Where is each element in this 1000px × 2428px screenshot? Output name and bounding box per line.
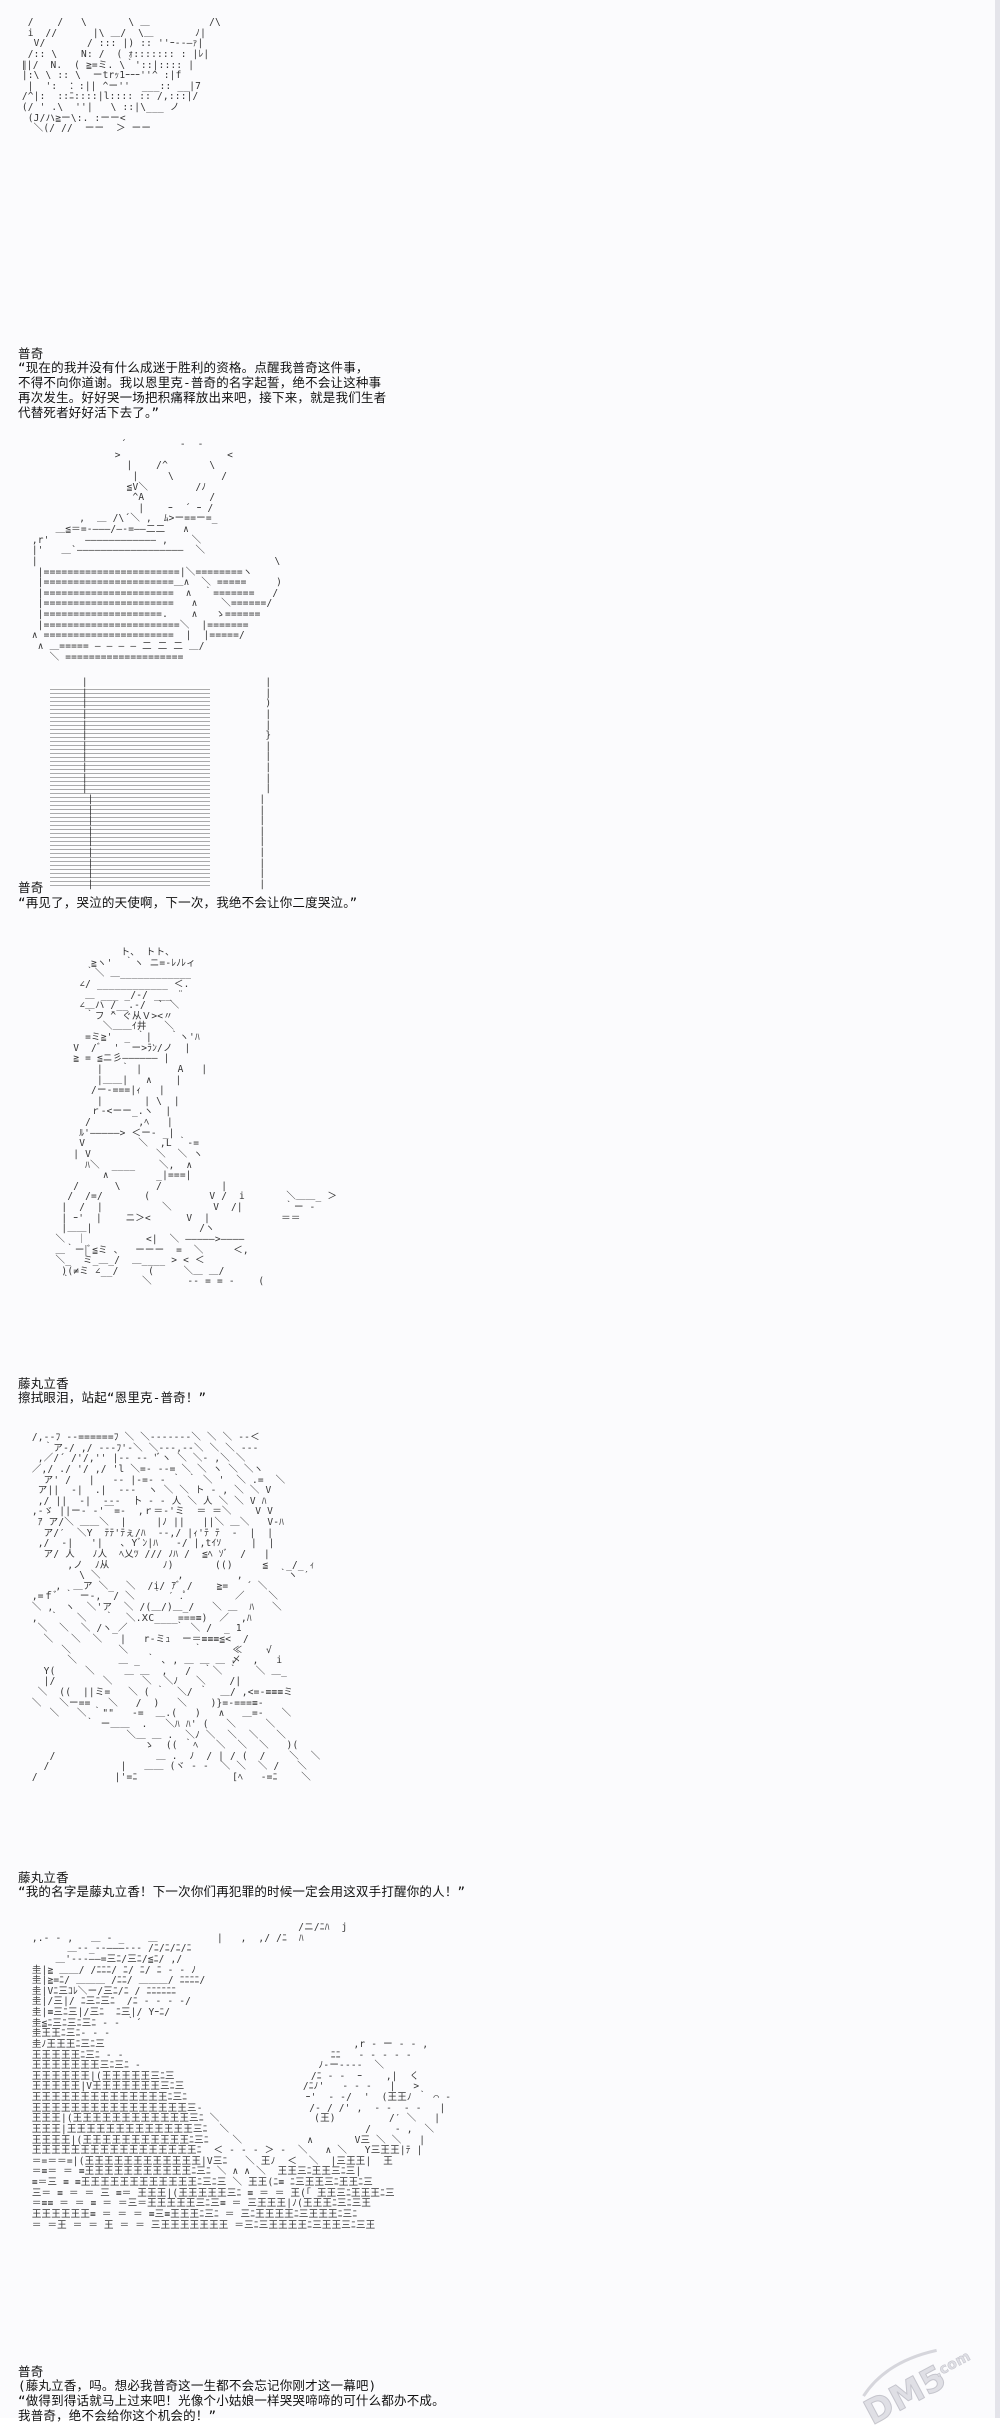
ascii-art-pucci-2: ´ - - > < | /^ \ | \ / ≦V＼ /ﾉ ^A /	[31, 439, 283, 663]
speaker-name: 普奇	[18, 346, 44, 361]
speaker-name: 藤丸立香	[18, 1870, 69, 1885]
speaker-name: 普奇	[18, 880, 44, 895]
speaker-name: 普奇	[18, 2364, 44, 2379]
ascii-art-ritsuka-standing: ト、 トト、 ≧ヽ' ｀ヽ ニ=-ﾚﾉﾚィ ｀＼ ＿____________ ∠…	[55, 947, 338, 1288]
ascii-art-pucci-1: / / \ \ ＿ /\ i // |\ ＿/ \＿ ﾉ| V/ / ::: |…	[10, 17, 974, 2428]
right-edge	[995, 0, 1000, 2418]
speaker-name: 藤丸立香	[18, 1376, 69, 1391]
ascii-art-ritsuka-closeup: /,‐-ﾌ ‐‐======ﾌ ＼ ＼‐-‐‐-‐-＼ ＼ ＼ ‐-＜ ｀ア‐/…	[31, 1432, 321, 1783]
dialog-text: 擦拭眼泪，站起“恩里克-普奇！”	[18, 1390, 207, 1405]
striped-robe	[50, 686, 210, 886]
ascii-art-pucci-walking-away: /ニ/ﾆﾊ j ,.‐ ‐ , ＿ ‐ _ ＿ | , ,/ /ﾆ ﾊ ＿‐‐_…	[31, 1922, 452, 2231]
dialog-text: (藤丸立香，吗。想必我普奇这一生都不会忘记你刚才这一幕吧) “做得到得话就马上过…	[18, 2378, 445, 2423]
svg-text:.com: .com	[932, 2348, 974, 2380]
ascii-art-robe-edges: | | | | | ) | | | | |	[81, 677, 272, 890]
dm5-watermark-logo: DM5 .com	[857, 2348, 974, 2428]
dialog-text: “我的名字是藤丸立香！下一次你们再犯罪的时候一定会用这双手打醒你的人！”	[18, 1884, 466, 1899]
dialog-text: “再见了，哭泣的天使啊，下一次，我绝不会让你二度哭泣。”	[18, 895, 358, 910]
dialog-text: “现在的我并没有什么成迷于胜利的资格。点醒我普奇这件事， 不得不向你道谢。我以恩…	[18, 360, 387, 420]
